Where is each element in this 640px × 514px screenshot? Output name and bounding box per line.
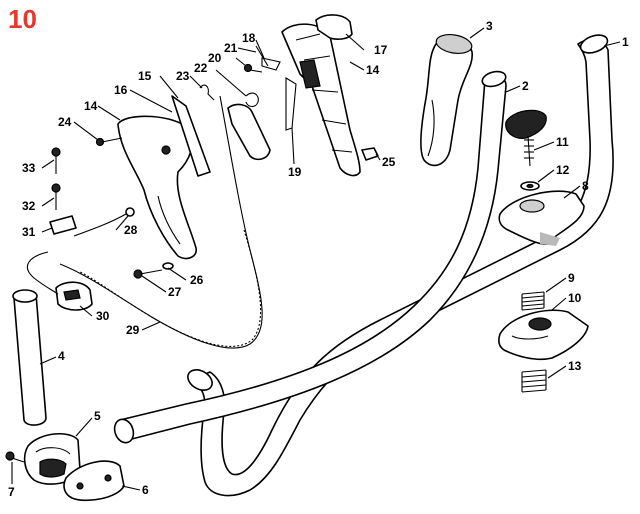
short-circuit-wire-31	[26, 215, 77, 295]
washer-12	[520, 181, 540, 191]
label-part-29: 29	[126, 323, 140, 337]
label-part-1: 1	[622, 35, 629, 49]
handle-tube-1	[187, 34, 614, 497]
screw-33	[51, 147, 61, 174]
label-part-11: 11	[556, 135, 569, 149]
washer-26	[162, 262, 174, 270]
label-part-23: 23	[176, 69, 190, 83]
handle-support-10	[498, 309, 589, 361]
clamp-5	[23, 433, 81, 485]
grip-3	[420, 34, 473, 167]
handle-housing-left-14	[117, 115, 198, 260]
label-part-33: 33	[22, 161, 36, 175]
label-part-14-right: 14	[366, 63, 380, 77]
label-part-20: 20	[208, 51, 222, 65]
slide-control-17	[315, 14, 353, 40]
leg-spring-23	[199, 84, 215, 101]
label-part-31: 31	[22, 225, 36, 239]
screw-20	[243, 63, 263, 73]
screw-24	[95, 137, 123, 147]
label-part-7: 7	[8, 485, 15, 499]
label-part-9: 9	[568, 271, 575, 285]
screw-7	[5, 451, 25, 463]
ground-wire-28	[73, 207, 135, 237]
label-part-5: 5	[94, 409, 101, 423]
label-part-21: 21	[224, 41, 238, 55]
sleeve-tube-4	[12, 289, 47, 426]
spring-13	[521, 369, 547, 393]
wing-screw-11	[505, 109, 547, 167]
throttle-cable-29	[59, 95, 263, 349]
screw-27	[133, 269, 163, 279]
page-number: 10	[8, 4, 37, 34]
clamp-cover-6	[63, 460, 125, 502]
label-part-15: 15	[138, 69, 152, 83]
label-part-3: 3	[486, 19, 493, 33]
trigger-lockout-16	[227, 103, 271, 161]
label-part-32: 32	[22, 199, 36, 213]
cable-clamp-30	[55, 281, 93, 311]
spring-9	[521, 291, 545, 311]
label-part-26: 26	[190, 273, 204, 287]
throttle-trigger-15	[171, 95, 211, 177]
label-part-10: 10	[568, 291, 582, 305]
label-part-4: 4	[58, 349, 65, 363]
label-part-28: 28	[124, 223, 138, 237]
clamp-bracket-8	[498, 190, 585, 246]
label-part-18: 18	[242, 31, 256, 45]
handle-tube-2	[113, 70, 507, 444]
label-part-17: 17	[374, 43, 388, 57]
pin-21	[255, 45, 269, 67]
label-part-6: 6	[142, 483, 149, 497]
label-part-30: 30	[96, 309, 110, 323]
label-part-14-left: 14	[84, 99, 98, 113]
label-part-16: 16	[114, 83, 128, 97]
label-part-2: 2	[522, 79, 529, 93]
part-labels: 1 2 3 4 5 6 7 8 9 10 11 12 13 14 14 15 1…	[8, 19, 629, 499]
screw-32	[51, 183, 61, 210]
label-part-24: 24	[58, 115, 72, 129]
contact-spring-19	[285, 77, 297, 131]
nut-25	[361, 147, 379, 161]
leader-lines	[11, 27, 621, 491]
torsion-spring-22	[245, 92, 259, 108]
label-part-22: 22	[194, 61, 208, 75]
handle-housing-right-14	[281, 23, 361, 177]
label-part-12: 12	[556, 163, 570, 177]
contact-spring-18	[261, 57, 281, 71]
label-part-27: 27	[168, 285, 182, 299]
label-part-13: 13	[568, 359, 582, 373]
label-part-8: 8	[582, 179, 589, 193]
label-part-19: 19	[288, 165, 302, 179]
label-part-25: 25	[382, 155, 396, 169]
